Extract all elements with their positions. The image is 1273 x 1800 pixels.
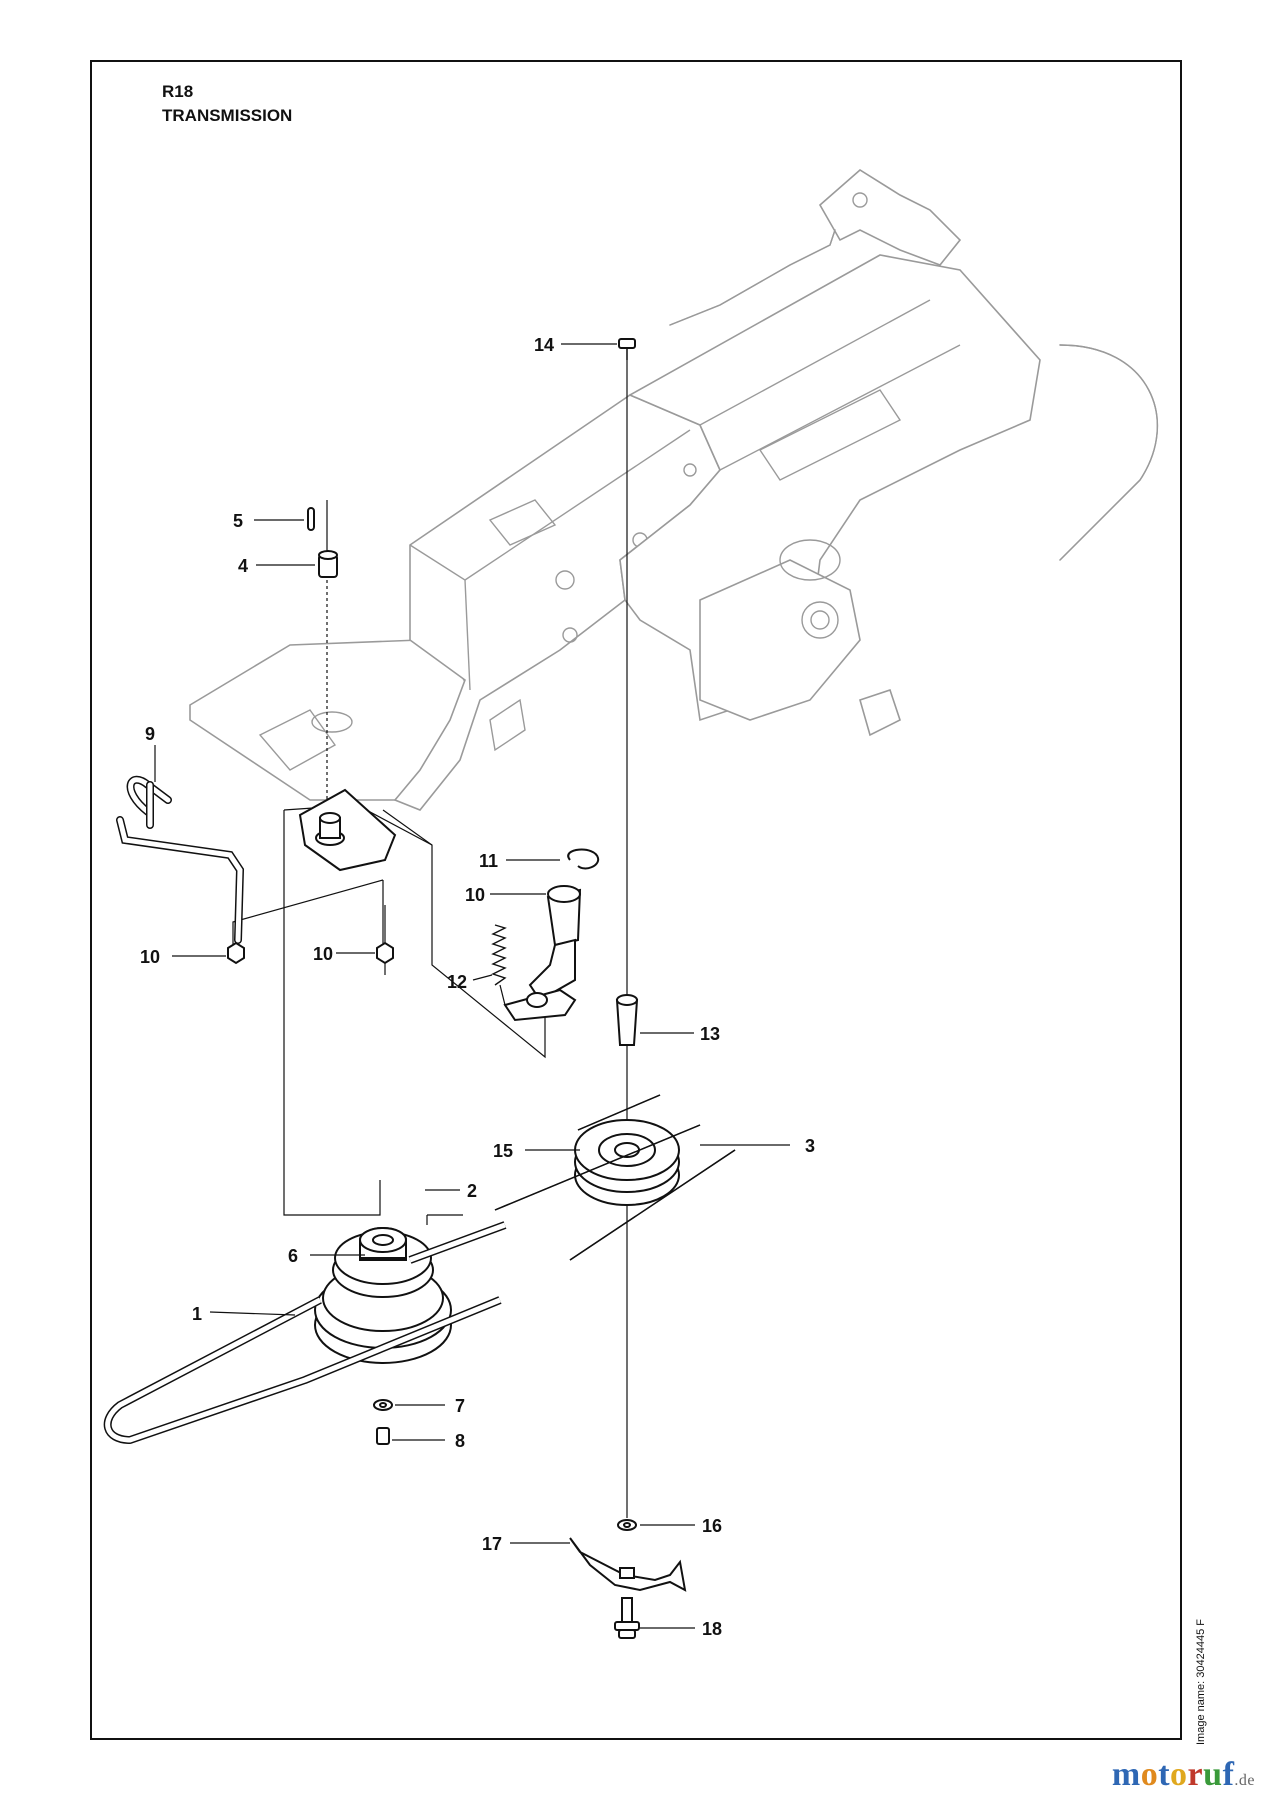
chassis-hole [311, 711, 353, 733]
chassis-rail [719, 344, 961, 471]
chassis-slot [489, 698, 526, 752]
brand-text: motoruf [1111, 1756, 1235, 1793]
brand-logo: motoruf.de [1112, 1756, 1255, 1794]
brand-suffix: .de [1234, 1772, 1255, 1789]
callout-3: 3 [805, 1136, 815, 1156]
rod-9 [116, 775, 245, 944]
axle-hole-inner [810, 610, 830, 630]
chassis-hole [683, 463, 697, 477]
callout-4: 4 [238, 556, 248, 576]
chassis-hole [562, 627, 578, 643]
spacer-14 [615, 994, 639, 1046]
spring-13 [491, 924, 507, 1006]
axle-hole [801, 601, 839, 639]
callout-2: 2 [467, 1181, 477, 1201]
callout-17: 16 [702, 1516, 722, 1536]
belt-guide-18 [569, 1537, 687, 1592]
callout-1: 1 [192, 1304, 202, 1324]
drawing-frame [90, 60, 1182, 1740]
belt-1 [103, 1221, 507, 1444]
circlip-12 [567, 848, 600, 870]
callout-8: 8 [455, 1431, 465, 1451]
model-code: R18 [162, 82, 194, 101]
callout-12: 11 [479, 851, 498, 871]
callout-7: 7 [455, 1396, 465, 1416]
callout-16: 15 [493, 1141, 513, 1161]
pivot-plate [779, 539, 841, 581]
seat-bracket [818, 169, 962, 266]
callout-9: 9 [145, 724, 155, 744]
bolt-19 [614, 1597, 640, 1639]
callout-5: 5 [233, 511, 243, 531]
pin-5 [307, 507, 315, 531]
callout-13: 12 [447, 972, 467, 992]
callout-14: 13 [700, 1024, 720, 1044]
chassis-rail [699, 299, 931, 426]
image-name-label: Image name: 30424445 F [1195, 1619, 1207, 1745]
bolt-8 [376, 1427, 390, 1445]
bolt-15 [618, 338, 636, 360]
nut-10-right [376, 905, 394, 975]
bracket-hole [852, 192, 868, 208]
chassis-edge [464, 429, 691, 581]
roll-bar [1059, 344, 1158, 561]
callout-11: 10 [465, 885, 485, 905]
chassis-cutout [258, 709, 337, 771]
leader-lines [154, 343, 790, 1629]
callout-6: 6 [288, 1246, 298, 1266]
idler-pulley-16 [574, 1119, 680, 1206]
callout-10-right: 10 [313, 944, 333, 964]
chassis-frame [189, 169, 1158, 811]
idler-arm-bracket [298, 788, 397, 872]
washer-7 [373, 1399, 393, 1411]
callout-19: 18 [702, 1619, 722, 1639]
chassis-hole [555, 570, 575, 590]
callout-15: 14 [534, 335, 554, 355]
roll-bar-inner [1059, 344, 1158, 561]
callout-10-left: 10 [140, 947, 160, 967]
chassis-slot [758, 389, 902, 481]
axle-bracket [699, 559, 861, 721]
chassis-handle-inner [669, 229, 836, 326]
belt-3 [494, 1094, 736, 1261]
washer-17 [617, 1519, 637, 1531]
chassis-slot [488, 499, 557, 546]
bushing-4 [318, 550, 338, 578]
nut-10-left [227, 941, 245, 965]
idler-arm-11 [503, 885, 582, 1022]
callout-18: 17 [482, 1534, 502, 1554]
drive-pulley-assembly [314, 1227, 452, 1364]
section-name: TRANSMISSION [162, 106, 293, 125]
callout-labels: 14 5 4 9 10 10 11 10 12 13 15 3 2 6 1 7 … [140, 335, 815, 1639]
axle-stub [859, 688, 901, 737]
diagram-title: R18 TRANSMISSION [162, 80, 292, 128]
